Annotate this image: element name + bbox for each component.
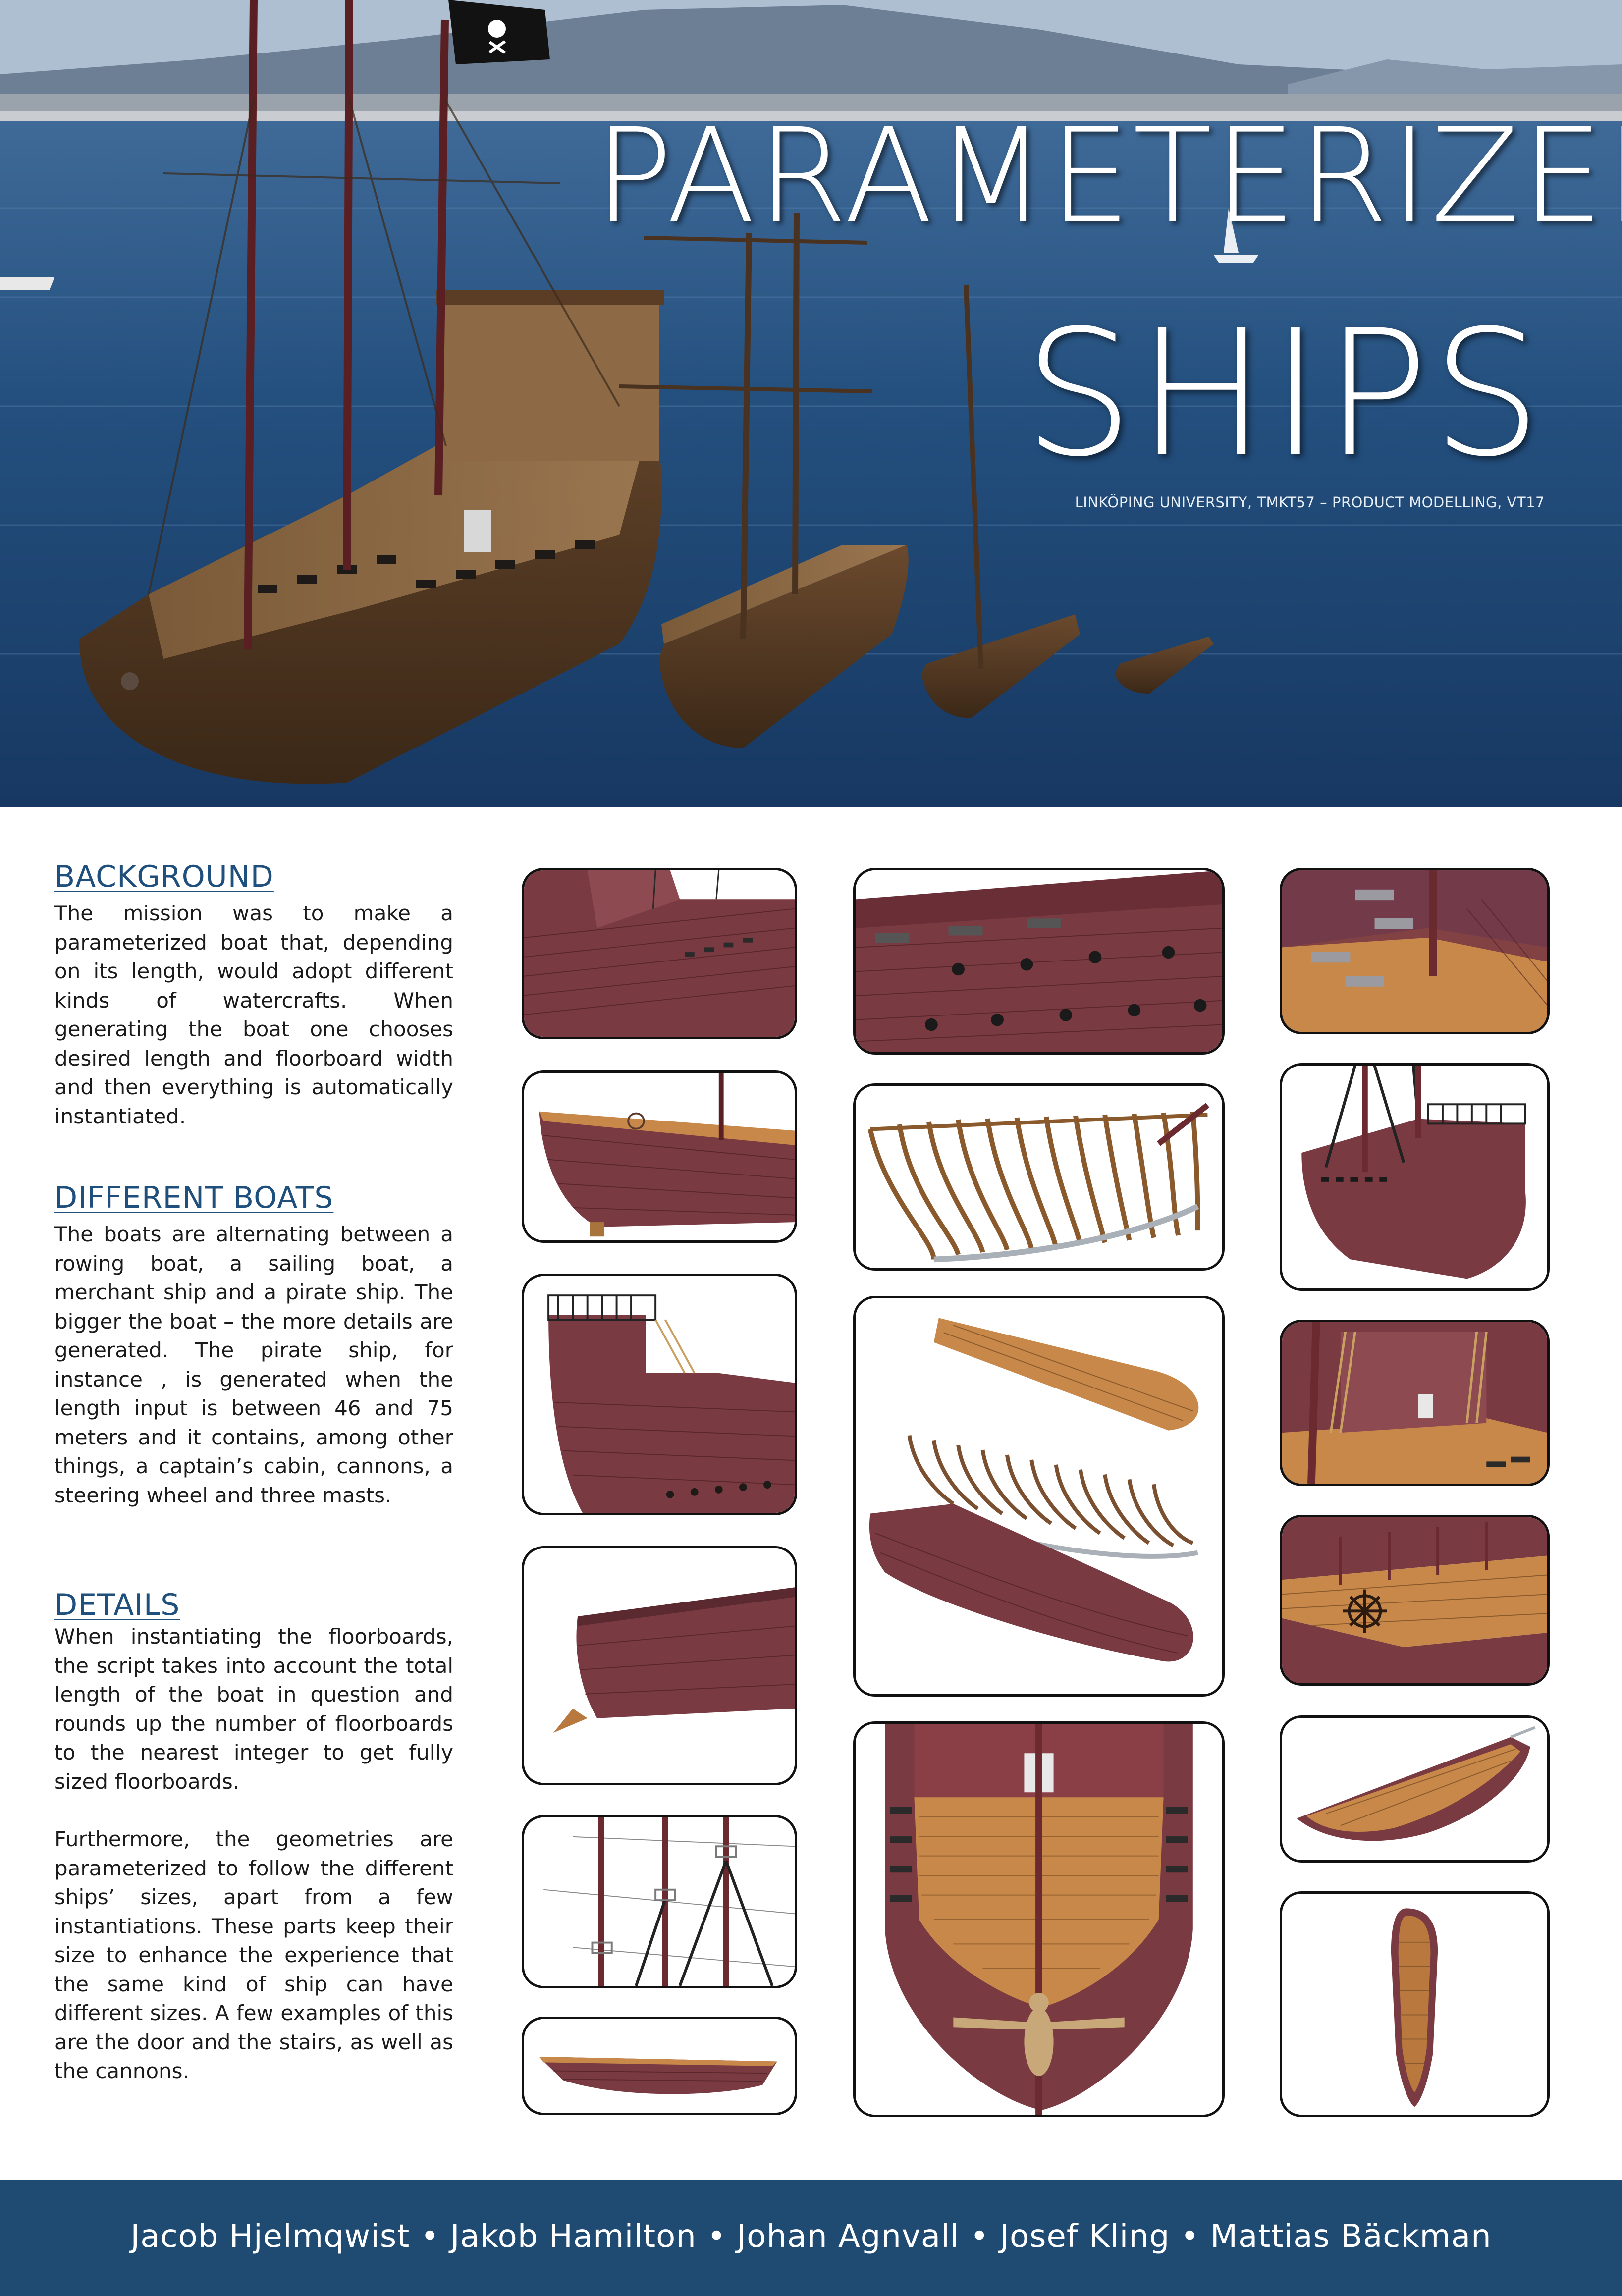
render-rowing-boat-side <box>522 2017 797 2115</box>
render-pirate-ship-top-view <box>853 1721 1225 2117</box>
section-paragraph: Furthermore, the geometries are paramete… <box>54 1827 453 2083</box>
render-captains-cabin <box>522 1274 797 1515</box>
section-title: DETAILS <box>54 1588 180 1622</box>
render-exploded-components <box>853 1296 1225 1697</box>
hero-banner: PARAMETERIZED SHIPS LINKÖPING UNIVERSITY… <box>0 0 1622 807</box>
render-rowing-boat-top-view <box>1280 1891 1550 2117</box>
section-background: BACKGROUND The mission was to make a par… <box>54 859 453 1131</box>
section-paragraph: The boats are alternating between a rowi… <box>54 1222 453 1507</box>
poster-title-line1: PARAMETERIZED <box>595 101 1622 252</box>
steering-wheel-icon <box>1343 1589 1387 1633</box>
render-hull-frames <box>853 1083 1225 1271</box>
skull-crossbones-icon <box>488 20 506 54</box>
section-title: DIFFERENT BOATS <box>54 1180 334 1215</box>
footer-bar: Jacob Hjelmqwist • Jakob Hamilton • Joha… <box>0 2180 1622 2296</box>
author-list: Jacob Hjelmqwist • Jakob Hamilton • Joha… <box>130 2218 1492 2255</box>
section-paragraph: When instantiating the floorboards, the … <box>54 1624 453 1794</box>
render-rowing-boat <box>1280 1715 1550 1863</box>
render-steering-wheel-deck <box>1280 1515 1550 1686</box>
render-stern-hull <box>522 868 797 1039</box>
section-different-boats: DIFFERENT BOATS The boats are alternatin… <box>54 1180 453 1510</box>
render-masts-rigging <box>522 1815 797 1988</box>
render-merchant-stern <box>522 1070 797 1243</box>
harbor-scene-illustration <box>0 0 1622 807</box>
section-paragraph: The mission was to make a parameterized … <box>54 901 453 1128</box>
render-cabin-door-stairs <box>1280 1320 1550 1486</box>
poster-title-line2: SHIPS <box>1024 293 1545 495</box>
render-deck-cannons <box>1280 868 1550 1034</box>
render-hull-section <box>522 1546 797 1785</box>
render-cannon-ports <box>853 868 1225 1055</box>
figurehead-illustration <box>953 1993 1125 2076</box>
render-pirate-ship-stern-view <box>1280 1063 1550 1291</box>
poster-subtitle: LINKÖPING UNIVERSITY, TMKT57 – PRODUCT M… <box>1075 494 1545 511</box>
section-title: BACKGROUND <box>54 859 274 894</box>
section-details: DETAILS When instantiating the floorboar… <box>54 1588 453 2086</box>
